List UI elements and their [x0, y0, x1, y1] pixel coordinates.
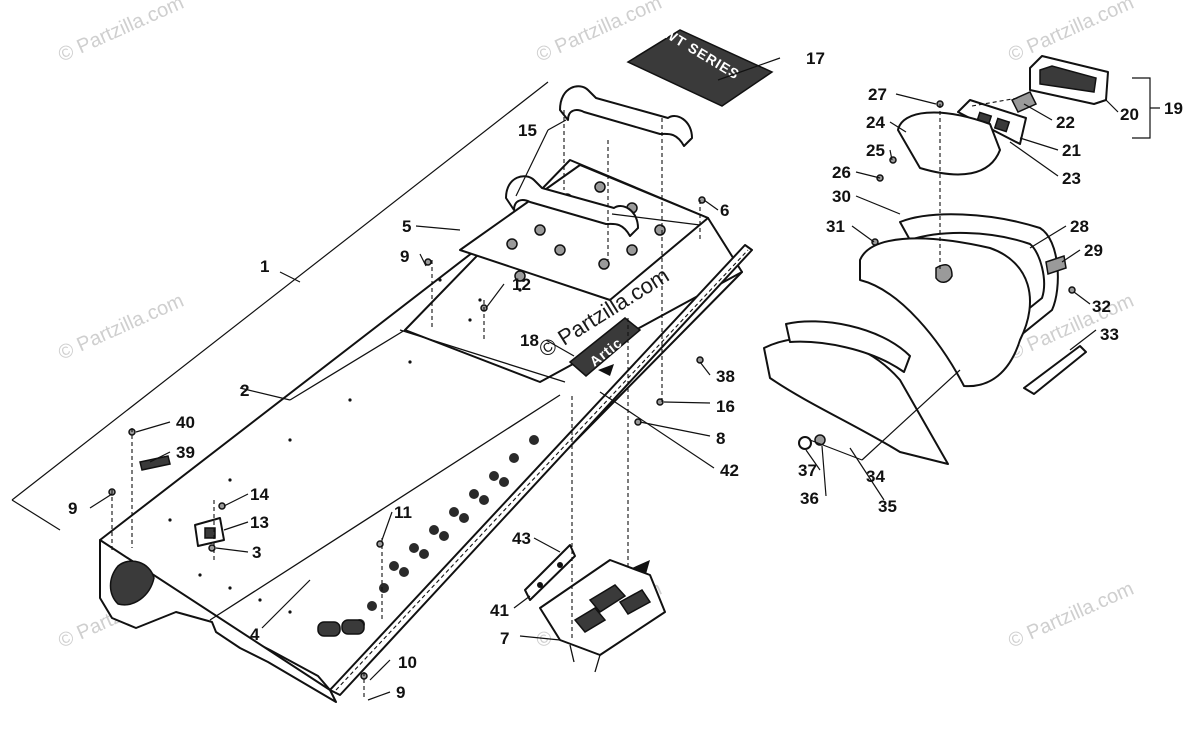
- callout-13: 13: [250, 513, 269, 532]
- arrow-marker: [632, 560, 650, 574]
- footrest-bracket: [524, 544, 666, 673]
- callout-19: 19: [1164, 99, 1183, 118]
- watermark-text: © Partzilla.com: [1005, 578, 1137, 653]
- callout-34: 34: [866, 467, 885, 486]
- callout-27: 27: [868, 85, 887, 104]
- callout-30: 30: [832, 187, 851, 206]
- callout-21: 21: [1062, 141, 1081, 160]
- callout-40: 40: [176, 413, 195, 432]
- callout-7: 7: [500, 629, 509, 648]
- arrow-marker: [598, 364, 614, 376]
- callout-20: 20: [1120, 105, 1139, 124]
- callout-12: 12: [512, 275, 531, 294]
- tunnel-side-wall: [99, 539, 337, 703]
- callout-3: 3: [252, 543, 261, 562]
- cable-clip: [194, 517, 225, 547]
- series-decal: WT SERIES: [626, 25, 774, 107]
- callout-labels: 1 2 3 4 5 6 7 8 9 9 9 10 11 12 13 14 15 …: [68, 49, 1183, 702]
- grab-handle-upper: [559, 85, 693, 147]
- callout-32: 32: [1092, 297, 1111, 316]
- running-board-rail: [329, 244, 753, 696]
- tail-light: [1029, 55, 1109, 105]
- assembly-lines: [111, 97, 1019, 700]
- grab-handle-lower: [505, 175, 639, 237]
- watermark-text: © Partzilla.com: [55, 0, 187, 67]
- reflector-strip: [139, 455, 171, 471]
- callout-9b: 9: [68, 499, 77, 518]
- callout-25: 25: [866, 141, 885, 160]
- callout-10: 10: [398, 653, 417, 672]
- callout-4: 4: [250, 625, 260, 644]
- assembly-bracket-1: [11, 81, 549, 531]
- callout-14: 14: [250, 485, 269, 504]
- rear-cowl: [859, 237, 1031, 388]
- cowl-light-lens: [935, 263, 953, 283]
- tunnel-holes: [317, 435, 539, 637]
- callout-2: 2: [240, 381, 249, 400]
- callout-35: 35: [878, 497, 897, 516]
- rail-serration: [335, 249, 749, 691]
- callout-9c: 9: [396, 683, 405, 702]
- callout-39: 39: [176, 443, 195, 462]
- tunnel-front-cutout: [109, 560, 155, 606]
- callout-11: 11: [394, 503, 412, 522]
- callout-31: 31: [826, 217, 845, 236]
- callout-29: 29: [1084, 241, 1103, 260]
- callout-17: 17: [806, 49, 825, 68]
- callout-33: 33: [1100, 325, 1119, 344]
- leader-lines: [89, 57, 1160, 701]
- callout-42: 42: [720, 461, 739, 480]
- callout-9a: 9: [400, 247, 409, 266]
- callout-43: 43: [512, 529, 531, 548]
- watermark-text: © Partzilla.com: [55, 290, 187, 365]
- callout-41: 41: [490, 601, 509, 620]
- snow-flap-mount: [785, 320, 911, 373]
- callout-28: 28: [1070, 217, 1089, 236]
- callout-37: 37: [798, 461, 817, 480]
- callout-38: 38: [716, 367, 735, 386]
- tunnel-fold-line: [209, 329, 566, 621]
- tail-housing: [897, 111, 1001, 176]
- callout-8: 8: [716, 429, 725, 448]
- callout-5: 5: [402, 217, 411, 236]
- callout-36: 36: [800, 489, 819, 508]
- callout-6: 6: [720, 201, 729, 220]
- light-bulb: [1010, 91, 1038, 113]
- callout-16: 16: [716, 397, 735, 416]
- wear-pad: [1023, 345, 1087, 395]
- bumper-decal: [1045, 255, 1067, 275]
- callout-22: 22: [1056, 113, 1075, 132]
- callout-15: 15: [518, 121, 537, 140]
- snow-flap: [763, 337, 949, 465]
- watermark-text: © Partzilla.com: [1005, 0, 1137, 67]
- callout-26: 26: [832, 163, 851, 182]
- callout-24: 24: [866, 113, 885, 132]
- callout-18: 18: [520, 331, 539, 350]
- callout-23: 23: [1062, 169, 1081, 188]
- callout-1: 1: [260, 257, 269, 276]
